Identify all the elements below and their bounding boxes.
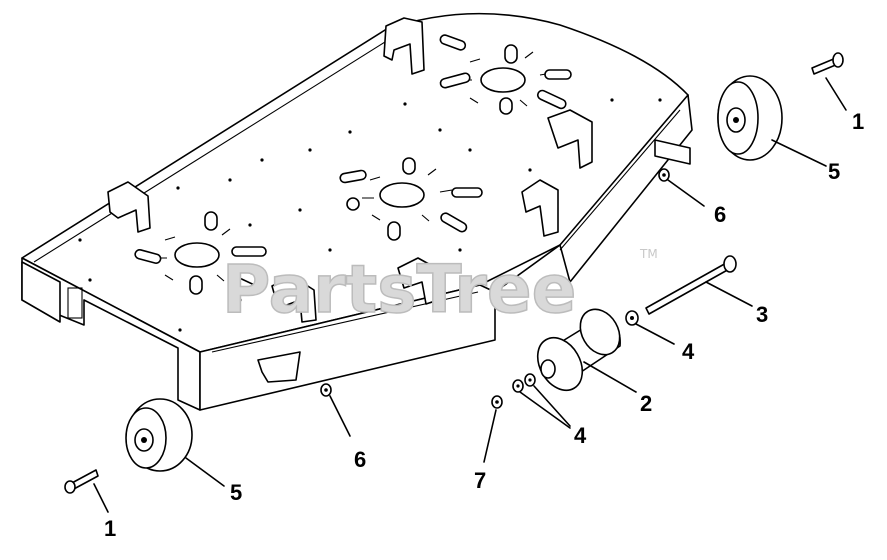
watermark-trademark: TM [639, 247, 658, 261]
callout-1-bottom: 1 [104, 516, 116, 541]
callout-7: 7 [474, 468, 486, 493]
callout-6-bottom: 6 [354, 447, 366, 472]
leader-lines [93, 77, 847, 513]
callout-1-top: 1 [852, 109, 864, 134]
shoulder-bolt-top [811, 52, 844, 75]
gauge-wheel-bottom [125, 398, 193, 472]
washers [512, 310, 639, 393]
callout-6-right: 6 [714, 202, 726, 227]
callout-2: 2 [640, 391, 652, 416]
lock-nut [491, 395, 503, 409]
gauge-wheel-top [717, 75, 783, 161]
callout-4-upper: 4 [682, 339, 695, 364]
roller-bolt [645, 255, 737, 315]
anti-scalp-roller [536, 308, 621, 392]
callout-labels: 1 5 6 3 4 2 4 7 6 5 1 [104, 109, 864, 541]
callout-5-bottom: 5 [230, 480, 242, 505]
nuts [320, 168, 670, 397]
shoulder-bolt-bottom [64, 469, 99, 494]
callout-4-lower: 4 [574, 423, 587, 448]
watermark-logo: PartsTree [222, 251, 576, 328]
deck-brackets [107, 17, 691, 383]
callout-5-top: 5 [828, 159, 840, 184]
deck-mounting-holes [78, 98, 662, 332]
deck-slots [134, 34, 572, 295]
callout-3: 3 [756, 302, 768, 327]
